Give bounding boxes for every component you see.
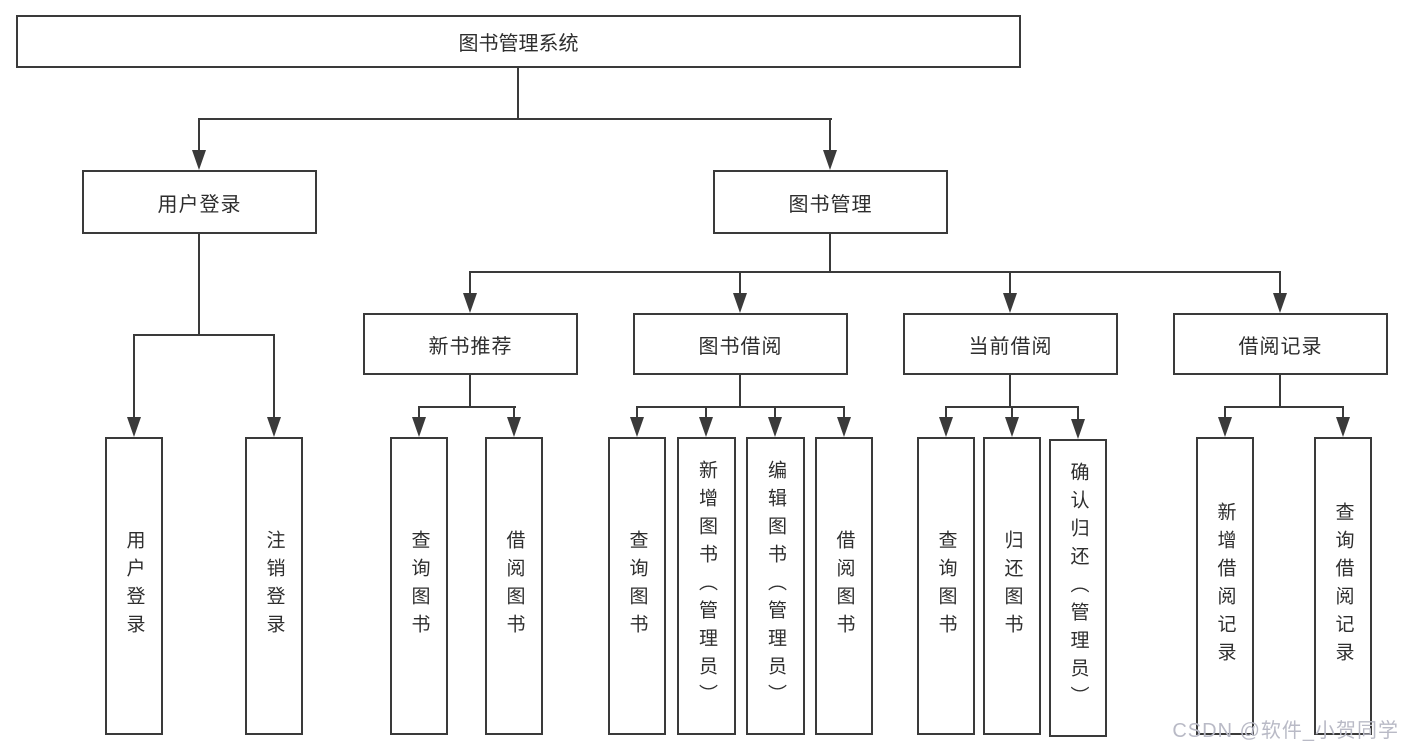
arrow-down-icon (823, 150, 837, 170)
connector-line (513, 406, 515, 417)
arrow-down-icon (768, 417, 782, 437)
connector-line (1342, 406, 1344, 417)
node-current-borrow: 当前借阅 (903, 313, 1118, 375)
connector-line (636, 406, 638, 417)
connector-line (418, 406, 420, 417)
node-leaf-user-login: 用户登录 (105, 437, 163, 735)
connector-line (1011, 406, 1013, 417)
node-book-management: 图书管理 (713, 170, 948, 234)
arrow-down-icon (630, 417, 644, 437)
arrow-down-icon (1218, 417, 1232, 437)
node-leaf-edit-book-admin: 编辑图书（管理员） (746, 437, 805, 735)
arrow-down-icon (1071, 419, 1085, 439)
connector-line (133, 334, 275, 336)
connector-line (133, 334, 135, 417)
connector-line (469, 271, 471, 293)
connector-line (1009, 271, 1011, 293)
connector-line (517, 68, 519, 119)
arrow-down-icon (1273, 293, 1287, 313)
arrow-down-icon (463, 293, 477, 313)
node-leaf-add-borrow-record: 新增借阅记录 (1196, 437, 1254, 735)
arrow-down-icon (412, 417, 426, 437)
node-leaf-query-books: 查询图书 (390, 437, 448, 735)
connector-line (829, 118, 831, 152)
connector-line (273, 334, 275, 417)
connector-line (469, 375, 471, 408)
node-leaf-confirm-return-admin: 确认归还（管理员） (1049, 439, 1107, 737)
node-leaf-add-book-admin: 新增图书（管理员） (677, 437, 736, 735)
arrow-down-icon (1005, 417, 1019, 437)
connector-line (829, 234, 831, 273)
connector-line (1224, 406, 1344, 408)
arrow-down-icon (837, 417, 851, 437)
node-leaf-return-book: 归还图书 (983, 437, 1041, 735)
arrow-down-icon (1003, 293, 1017, 313)
node-root-library-system: 图书管理系统 (16, 15, 1021, 68)
node-user-login: 用户登录 (82, 170, 317, 234)
arrow-down-icon (1336, 417, 1350, 437)
connector-line (774, 406, 776, 417)
node-borrow-records: 借阅记录 (1173, 313, 1388, 375)
node-new-book-recommend: 新书推荐 (363, 313, 578, 375)
connector-line (1077, 406, 1079, 419)
node-leaf-query-books-3: 查询图书 (917, 437, 975, 735)
arrow-down-icon (507, 417, 521, 437)
connector-line (843, 406, 845, 417)
connector-line (705, 406, 707, 417)
node-leaf-query-books-2: 查询图书 (608, 437, 666, 735)
node-leaf-logout: 注销登录 (245, 437, 303, 735)
connector-line (945, 406, 947, 417)
connector-line (469, 271, 1281, 273)
csdn-watermark: CSDN @软件_小贺同学 (1172, 720, 1399, 742)
connector-line (1279, 271, 1281, 293)
arrow-down-icon (267, 417, 281, 437)
arrow-down-icon (192, 150, 206, 170)
connector-line (1224, 406, 1226, 417)
node-leaf-borrow-books-2: 借阅图书 (815, 437, 873, 735)
connector-line (1009, 375, 1011, 408)
node-book-borrow: 图书借阅 (633, 313, 848, 375)
connector-line (739, 375, 741, 408)
connector-line (198, 118, 200, 152)
connector-line (198, 118, 832, 120)
arrow-down-icon (939, 417, 953, 437)
node-leaf-borrow-books: 借阅图书 (485, 437, 543, 735)
connector-line (198, 234, 200, 336)
arrow-down-icon (127, 417, 141, 437)
connector-line (739, 271, 741, 293)
connector-line (418, 406, 516, 408)
node-leaf-query-borrow-record: 查询借阅记录 (1314, 437, 1372, 735)
connector-line (636, 406, 845, 408)
arrow-down-icon (699, 417, 713, 437)
connector-line (1279, 375, 1281, 408)
arrow-down-icon (733, 293, 747, 313)
